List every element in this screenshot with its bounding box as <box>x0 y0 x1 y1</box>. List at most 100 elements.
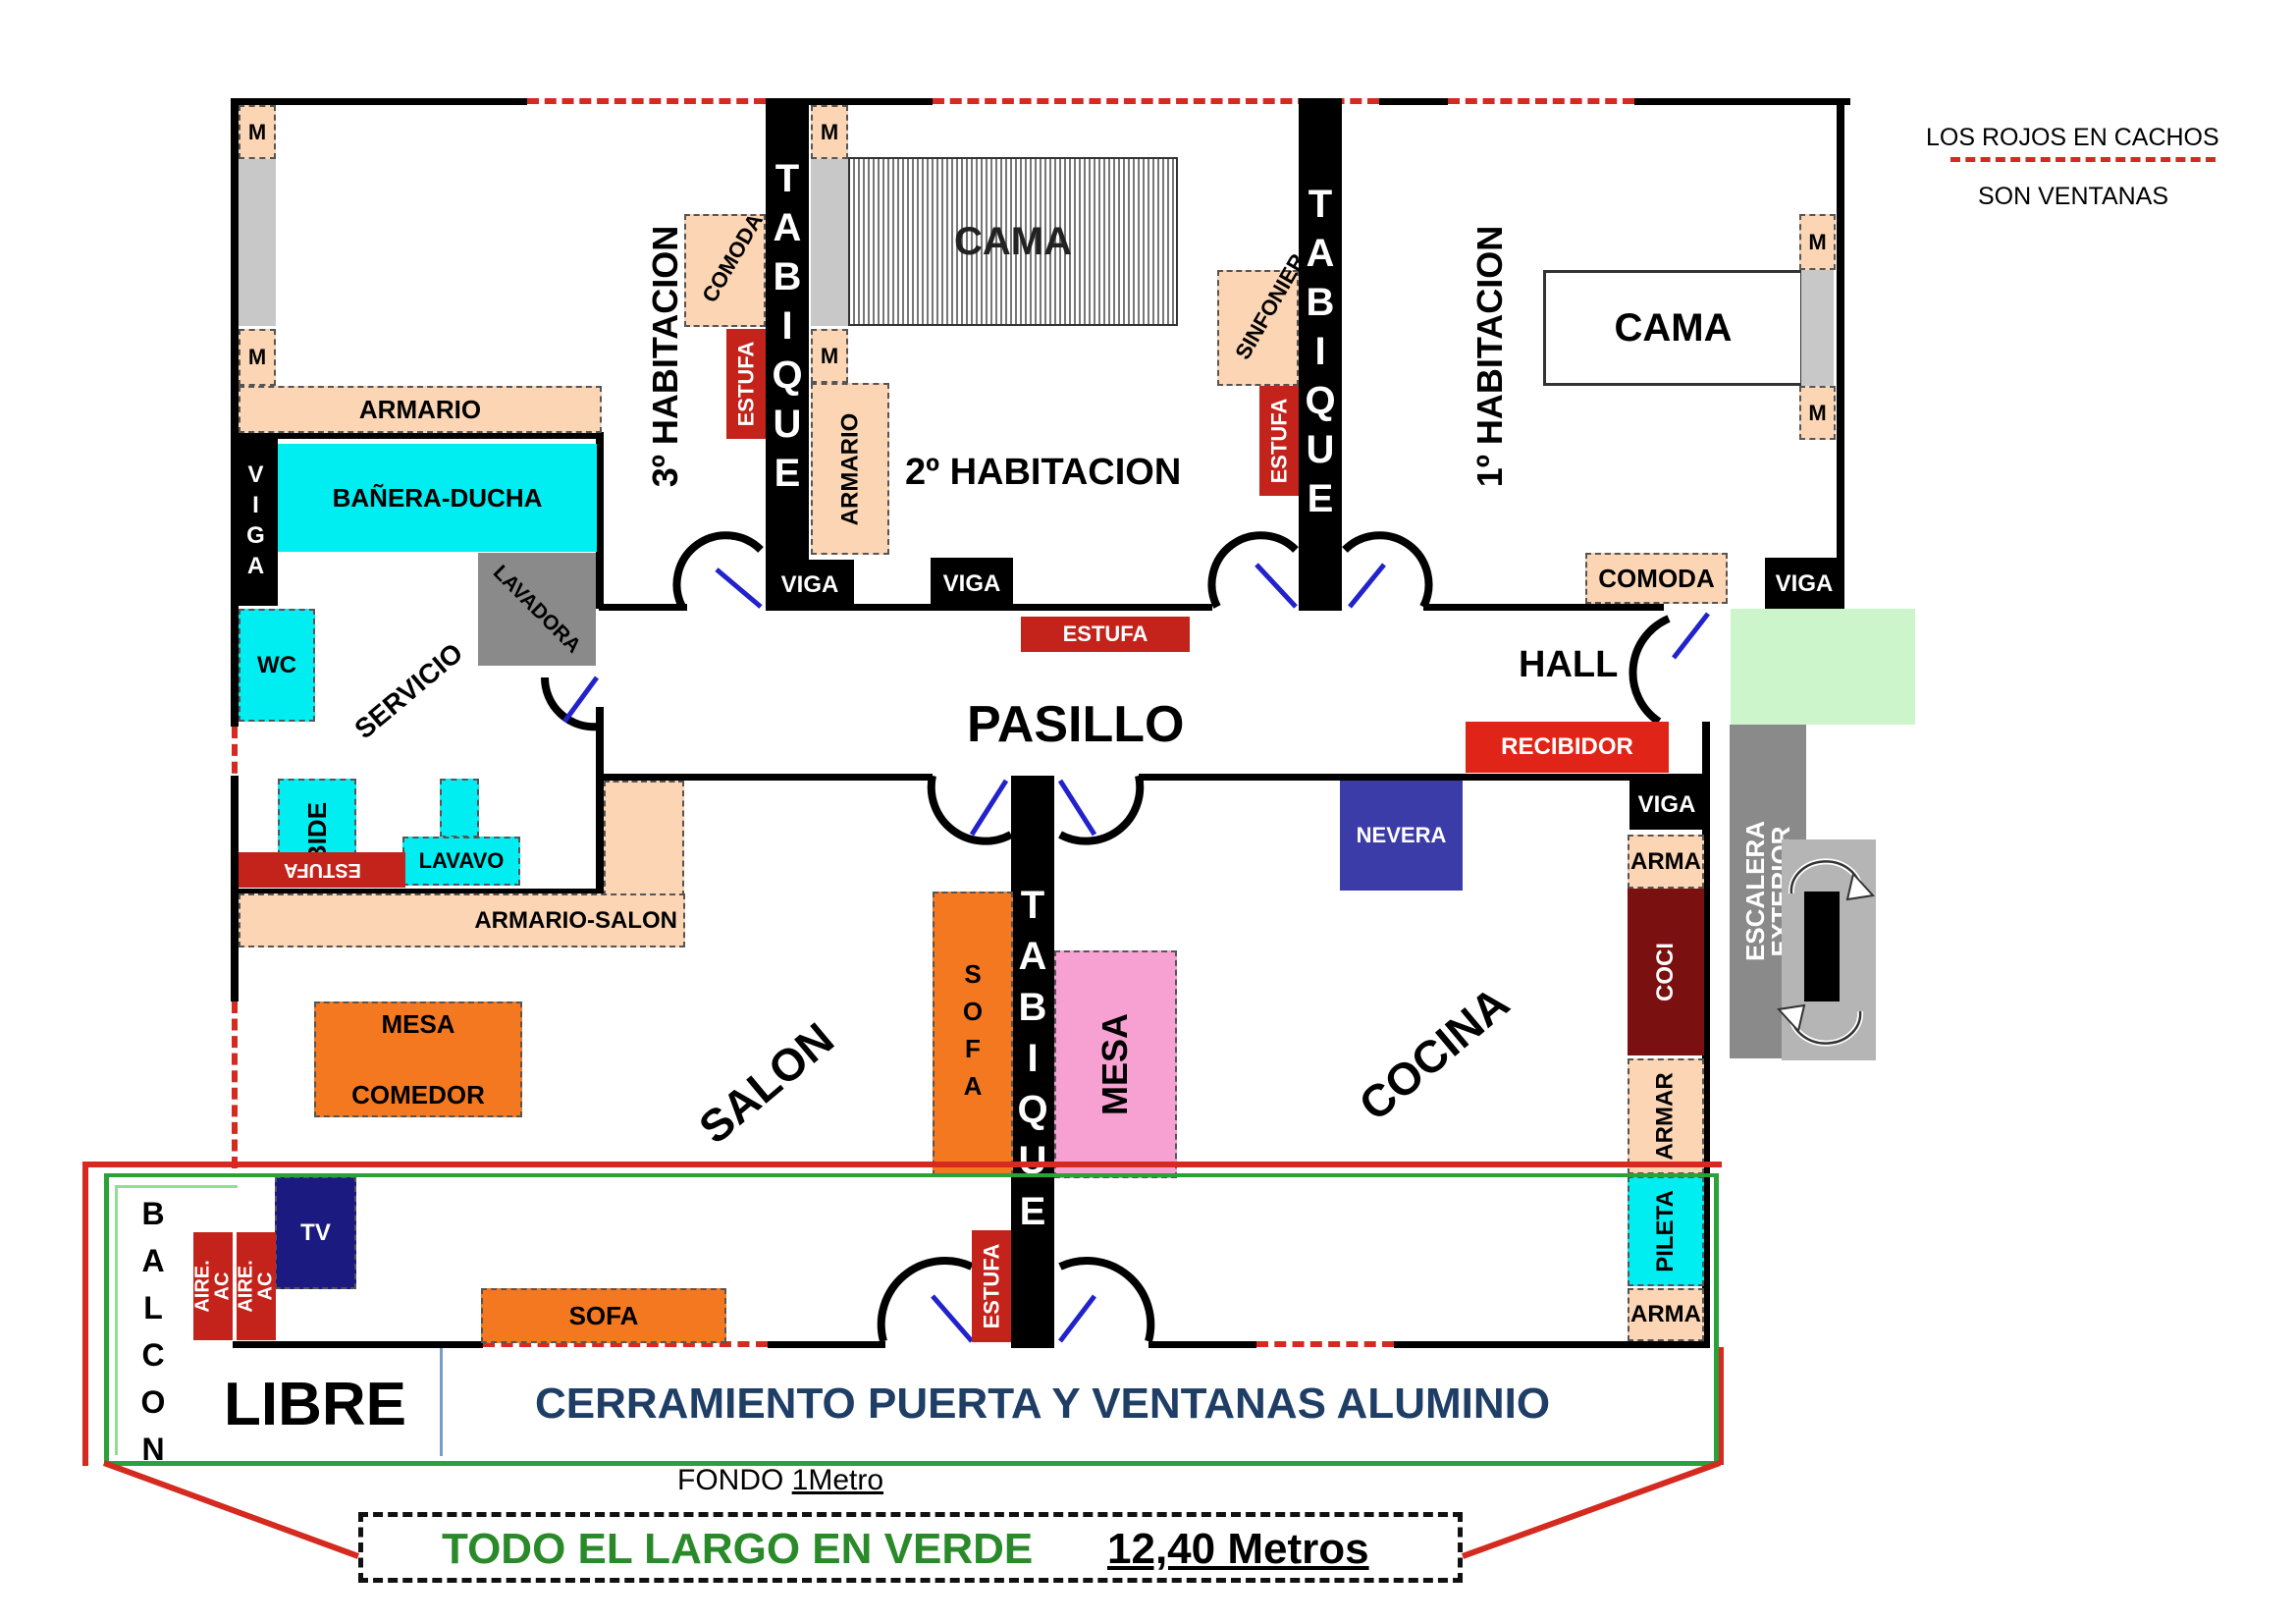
dining-table-label: MESA <box>381 1009 455 1039</box>
entrance-landing <box>1731 609 1915 725</box>
cabinet-salon: ARMARIO-SALON <box>239 893 685 947</box>
tabique-middle: TABIQUE <box>1299 98 1342 611</box>
room-label-hall: HALL <box>1519 644 1619 685</box>
dresser-1hab: COMODA <box>1585 553 1728 604</box>
balcony-free-label: LIBRE <box>224 1371 406 1438</box>
nightstand-1hab-top: M <box>1799 214 1836 270</box>
wall-service-top <box>233 432 601 439</box>
legend-line1: LOS ROJOS EN CACHOS <box>1926 124 2219 151</box>
balcony-outline-green <box>104 1173 1719 1466</box>
balcony-inner-green <box>115 1185 238 1455</box>
wall-corridor-top-3 <box>1423 604 1664 611</box>
cooker: COCI <box>1628 889 1704 1055</box>
wall-service-right-upper <box>596 432 604 609</box>
door-arc-salon-a <box>927 775 1013 845</box>
fridge: NEVERA <box>1340 781 1463 891</box>
tabique-left: TABIQUE <box>766 98 809 560</box>
window-top-1 <box>527 98 766 104</box>
nightstand-2hab-bottom: M <box>811 329 848 383</box>
stair-arrow-head-bottom <box>1777 1003 1806 1034</box>
door-leaf-salon-a <box>969 779 1009 837</box>
sofa-salon-vertical-label: SOFA <box>958 959 988 1109</box>
ac-unit-1: AIRE. AC <box>192 1232 234 1340</box>
room-label-2hab: 2º HABITACION <box>905 452 1182 493</box>
heater-service: ESTUFA <box>239 852 405 888</box>
door-leaf-bottom-a <box>931 1294 974 1343</box>
door-leaf-1hab <box>1348 563 1386 609</box>
wall-right-upper <box>1837 98 1844 609</box>
wall-right-lower <box>1702 722 1710 1348</box>
total-length-label: TODO EL LARGO EN VERDE <box>442 1525 1034 1573</box>
length-leader-left <box>102 1460 360 1559</box>
wall-right-hall <box>1702 722 1708 731</box>
viga-right: VIGA <box>1765 558 1843 611</box>
viga-left: VIGA <box>766 560 854 611</box>
heater-3hab: ESTUFA <box>726 329 766 439</box>
viga-service-label: VIGA <box>242 461 269 583</box>
door-arc-hall <box>1629 615 1671 726</box>
bed-2hab: CAMA <box>848 157 1178 326</box>
total-length-box <box>358 1512 1463 1583</box>
wc: WC <box>239 609 315 722</box>
bathtub: BAÑERA-DUCHA <box>278 444 597 552</box>
dresser-3hab: COMODA <box>684 209 768 327</box>
wall-bottom-1 <box>233 1341 483 1348</box>
kitchen-sink: PILETA <box>1628 1176 1704 1286</box>
wall-top-3 <box>1379 98 1448 105</box>
room-label-corridor: PASILLO <box>967 696 1185 753</box>
headboard-1hab <box>1801 270 1834 386</box>
viga-service: VIGA <box>233 439 278 606</box>
window-top-3 <box>1448 98 1634 104</box>
balcony-divider <box>440 1348 443 1456</box>
tv: TV <box>275 1176 356 1289</box>
wall-top-2 <box>766 98 933 105</box>
wall-service-bottom <box>233 889 601 895</box>
heater-2hab: ESTUFA <box>1259 386 1299 496</box>
door-arc-salon-b <box>1058 775 1145 845</box>
recibidor: RECIBIDOR <box>1466 722 1669 773</box>
window-left-balcony <box>232 1001 238 1168</box>
depth-label-value: 1Metro <box>791 1464 884 1496</box>
tabique-bottom-label: TABIQUE <box>1011 883 1054 1241</box>
door-arc-2hab <box>1207 531 1299 609</box>
door-leaf-salon-b <box>1057 779 1097 837</box>
headboard-3hab <box>239 159 276 326</box>
bed-1hab: CAMA <box>1543 270 1803 386</box>
wall-bottom-4 <box>1394 1341 1708 1348</box>
dining-table: MESA COMEDOR <box>314 1001 522 1117</box>
sofa-salon-vertical: SOFA <box>933 892 1013 1176</box>
sinfonier: SINFONIER <box>1217 249 1309 386</box>
tabique-left-label: TABIQUE <box>766 157 809 501</box>
tabique-bottom: TABIQUE <box>1011 776 1054 1348</box>
door-leaf-bottom-b <box>1058 1294 1096 1343</box>
enclosure-label: CERRAMIENTO PUERTA Y VENTANAS ALUMINIO <box>535 1380 1551 1428</box>
door-leaf-3hab <box>715 568 763 609</box>
wall-corridor-bottom-1 <box>599 774 933 781</box>
headboard-2hab <box>811 159 848 326</box>
washing-machine: LAVADORA <box>478 553 596 666</box>
sink: LAVAVO <box>402 837 520 886</box>
heater-salon: ESTUFA <box>972 1230 1011 1342</box>
wardrobe-3hab: ARMARIO <box>239 386 602 433</box>
door-arc-1hab-a <box>1342 531 1433 609</box>
wall-bottom-2 <box>768 1341 885 1348</box>
sofa-salon-bottom: SOFA <box>481 1288 726 1343</box>
wall-left-upper <box>231 98 239 727</box>
window-top-2 <box>933 98 1379 104</box>
door-leaf-service <box>561 676 600 724</box>
door-arc-bottom-a <box>877 1257 974 1343</box>
nightstand-3hab-bottom: M <box>239 329 276 386</box>
stairs-arrows <box>1777 858 1875 1047</box>
stair-arrow-head-top <box>1845 871 1875 901</box>
nightstand-3hab-top: M <box>239 105 276 159</box>
cabinet-kitchen-1: ARMA <box>1628 835 1704 889</box>
depth-label-prefix: FONDO <box>677 1464 792 1496</box>
wardrobe-2hab: ARMARIO <box>811 383 889 555</box>
length-leader-right <box>1461 1460 1722 1559</box>
nightstand-1hab-bottom: M <box>1799 386 1836 440</box>
stairs-core <box>1804 892 1840 1001</box>
wall-corridor-bottom-2 <box>1139 774 1708 781</box>
balcony-outline-red-right <box>1718 1347 1724 1465</box>
